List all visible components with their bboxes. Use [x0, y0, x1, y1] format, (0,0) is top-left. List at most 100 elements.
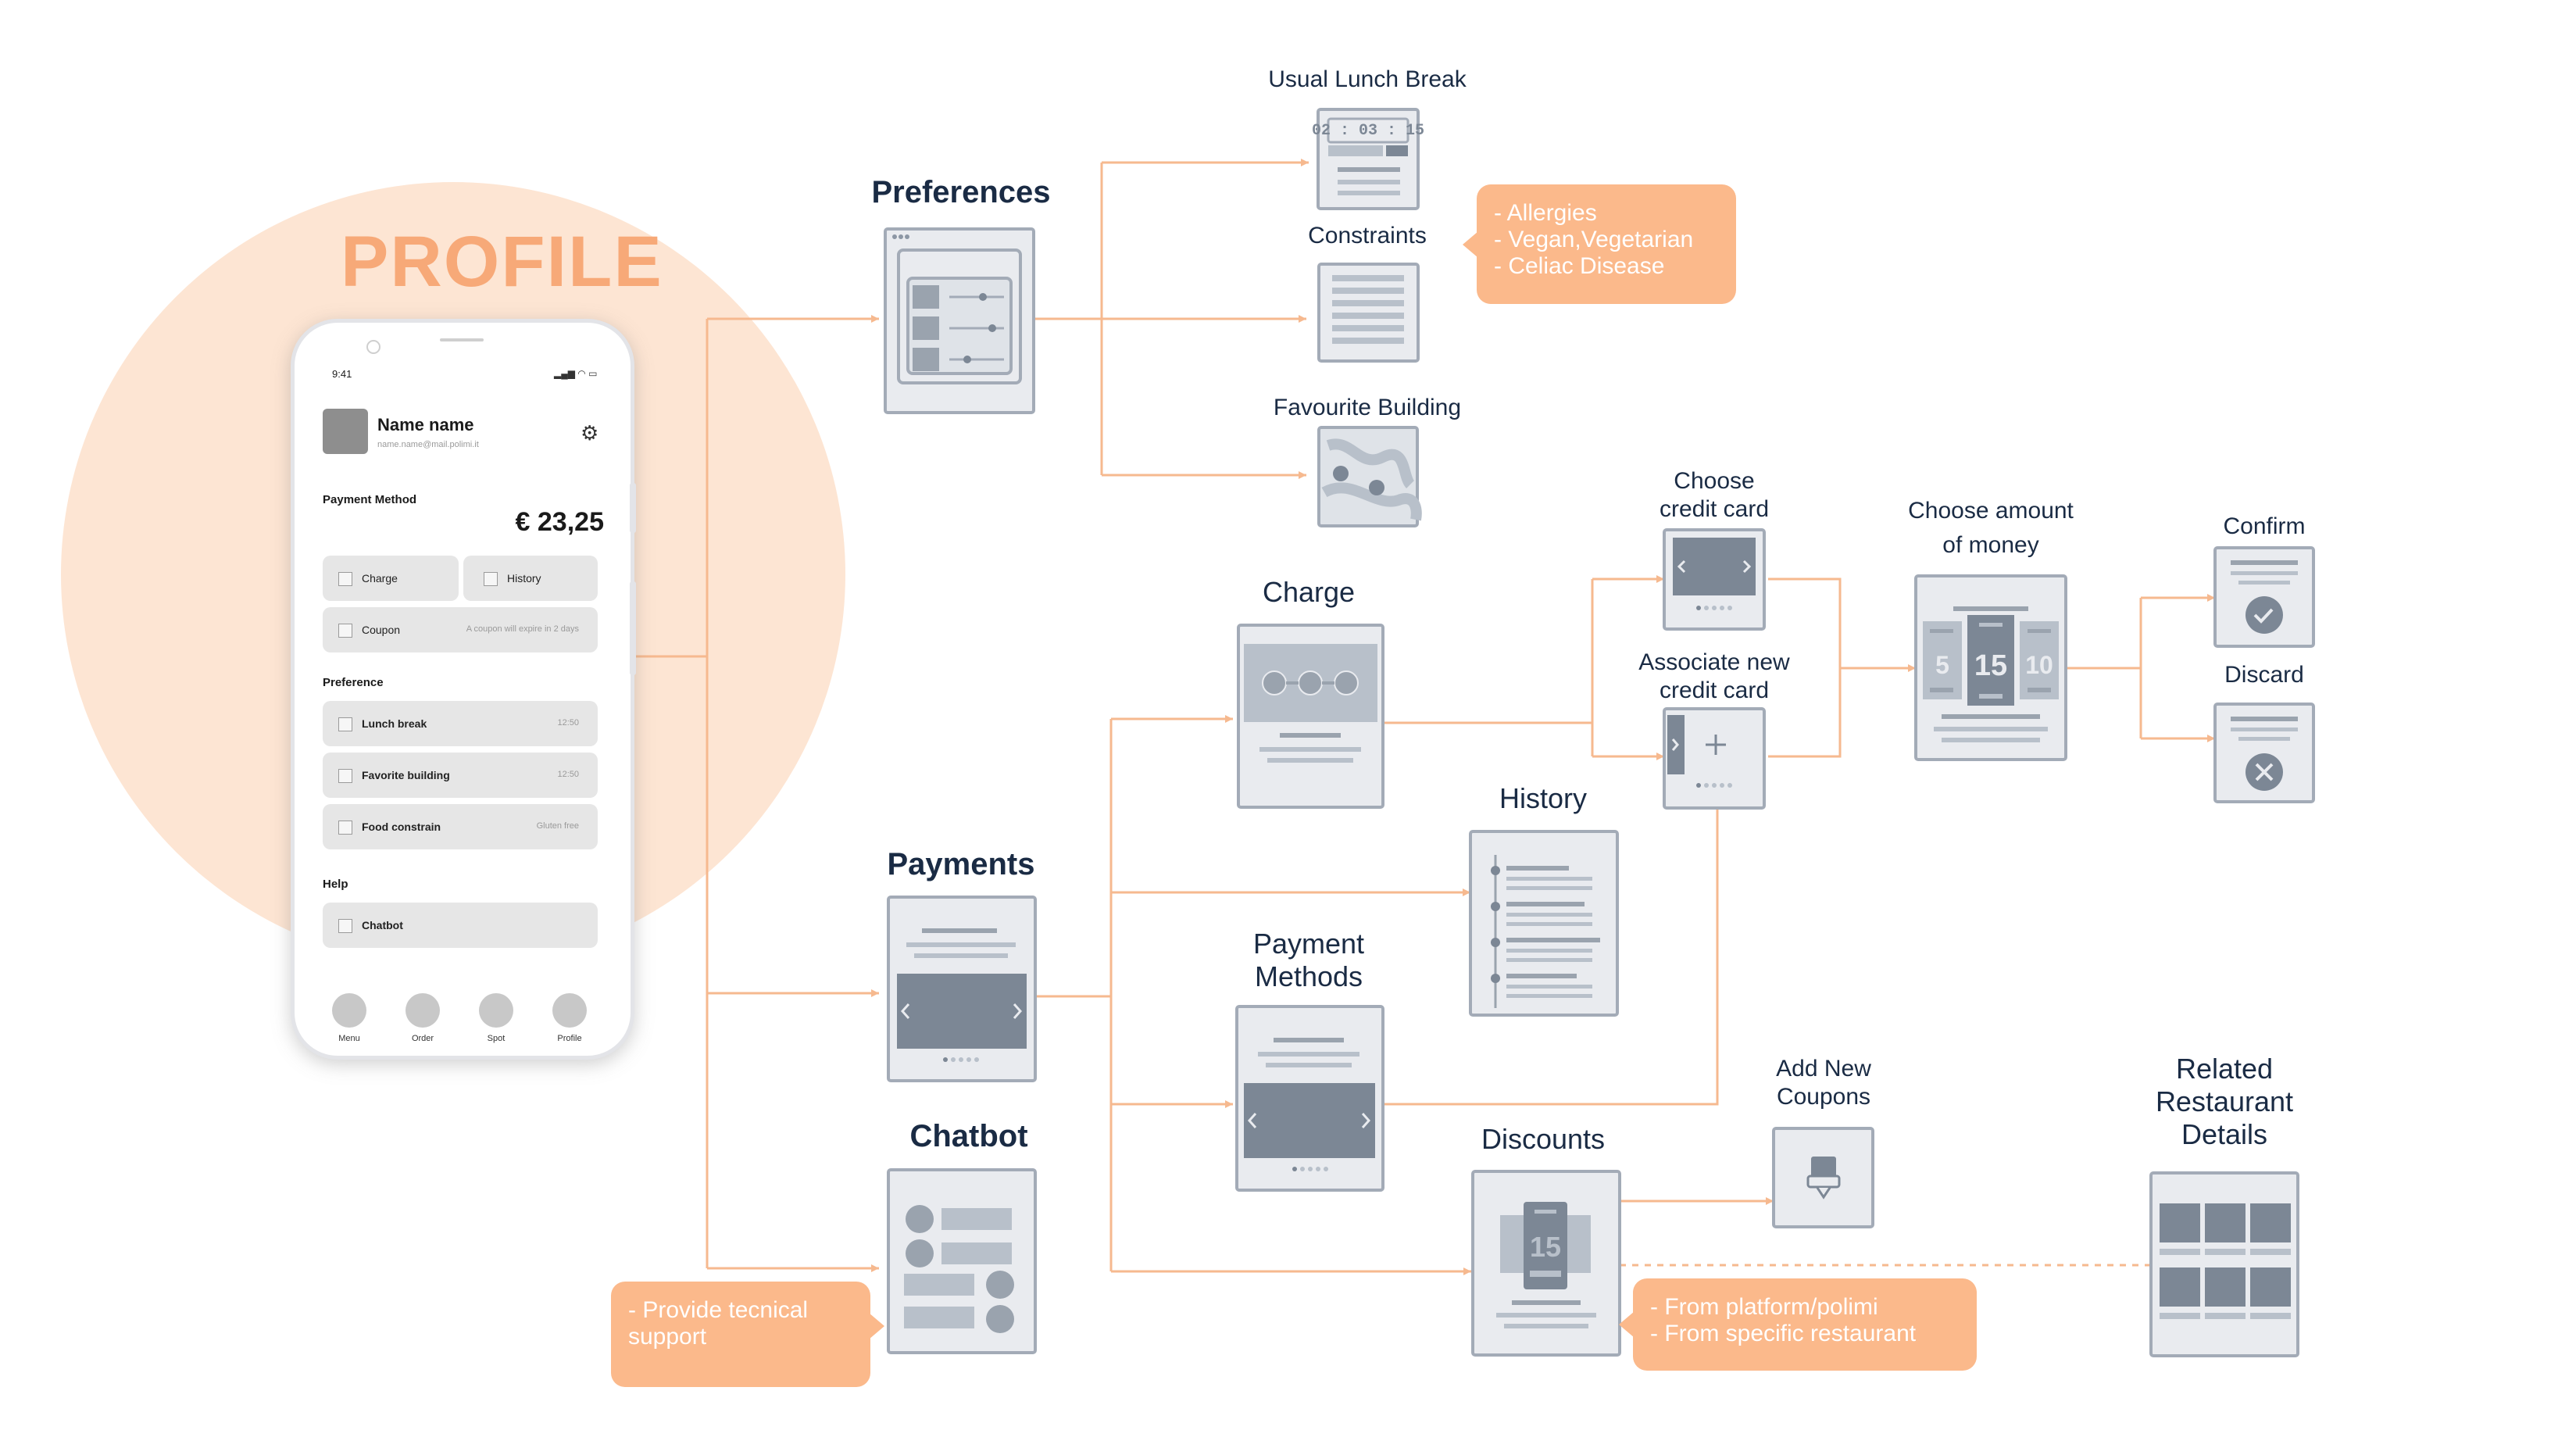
status-time: 9:41: [332, 368, 352, 380]
checkbox-icon: [338, 919, 352, 933]
profile-title: PROFILE: [341, 222, 663, 302]
chatbot-row[interactable]: Chatbot: [323, 903, 598, 948]
related-restaurant-wireframe[interactable]: [2149, 1171, 2299, 1357]
chatbot-callout-pointer: [869, 1313, 884, 1339]
charge-wireframe[interactable]: [1237, 624, 1384, 809]
associate-card-label-1: Associate new: [1638, 649, 1790, 675]
constraints-callout-pointer: [1463, 231, 1478, 258]
chatbot-callout: - Provide tecnical support: [611, 1282, 870, 1387]
checkbox-icon: [338, 769, 352, 783]
add-coupons-wireframe[interactable]: [1772, 1127, 1874, 1228]
favourite-building-label: Favourite Building: [1273, 395, 1462, 420]
discard-label: Discard: [2224, 662, 2304, 688]
choose-credit-card-label-1: Choose: [1674, 468, 1755, 494]
callout-line: - Vegan,Vegetarian: [1494, 227, 1694, 252]
speaker-grille: [440, 338, 484, 341]
lunch-break-label: Lunch break: [362, 717, 427, 730]
preferences-wireframe[interactable]: [884, 227, 1035, 414]
checkbox-icon: [338, 624, 352, 638]
chatbot-label: Chatbot: [909, 1119, 1028, 1153]
nav-menu[interactable]: Menu: [318, 993, 381, 1043]
discounts-callout-pointer: [1619, 1311, 1635, 1338]
coupon-note: A coupon will expire in 2 days: [466, 624, 579, 634]
associate-card-label-2: credit card: [1659, 678, 1770, 703]
history-button[interactable]: History: [463, 556, 598, 601]
payments-wireframe[interactable]: [887, 896, 1037, 1082]
add-coupons-label-2: Coupons: [1776, 1084, 1871, 1110]
spot-icon: [479, 993, 513, 1028]
favorite-building-row[interactable]: Favorite building 12:50: [323, 753, 598, 798]
preference-heading: Preference: [323, 676, 384, 689]
preferences-label: Preferences: [871, 175, 1051, 209]
callout-line: - Allergies: [1494, 200, 1597, 226]
related-restaurant-label-3: Details: [2181, 1118, 2268, 1150]
profile-phone-mockup: 9:41 ▂▄▆ ◠ ▭ Name name name.name@mail.po…: [291, 319, 634, 1060]
callout-line: - Provide tecnical: [628, 1297, 809, 1323]
phone-side-button: [630, 483, 636, 533]
constraints-label: Constraints: [1308, 223, 1427, 248]
menu-icon: [332, 993, 366, 1028]
confirm-label: Confirm: [2223, 513, 2306, 539]
order-icon: [406, 993, 440, 1028]
usual-lunch-break-wireframe[interactable]: [1317, 108, 1420, 210]
nav-order[interactable]: Order: [391, 993, 454, 1043]
favorite-building-value: 12:50: [557, 770, 579, 779]
discard-wireframe[interactable]: [2213, 703, 2315, 803]
phone-side-button: [630, 581, 636, 675]
callout-line: - From platform/polimi: [1650, 1294, 1878, 1320]
charge-button-label: Charge: [362, 572, 398, 585]
choose-amount-wireframe[interactable]: [1914, 574, 2067, 761]
usual-lunch-break-label: Usual Lunch Break: [1268, 66, 1467, 92]
related-restaurant-label-1: Related: [2175, 1053, 2274, 1085]
nav-spot-label: Spot: [487, 1034, 506, 1043]
favorite-building-label: Favorite building: [362, 769, 450, 781]
payments-label: Payments: [887, 847, 1035, 881]
coupon-label: Coupon: [362, 624, 401, 636]
checkbox-icon: [484, 572, 498, 586]
history-label: History: [1499, 782, 1587, 814]
payment-methods-label-1: Payment: [1252, 928, 1365, 960]
checkbox-icon: [338, 717, 352, 731]
callout-line: - Celiac Disease: [1494, 253, 1665, 279]
lunch-break-value: 12:50: [557, 718, 579, 728]
chatbot-row-label: Chatbot: [362, 919, 403, 931]
food-constrain-row[interactable]: Food constrain Gluten free: [323, 804, 598, 849]
discount-value-text: 15: [1530, 1231, 1561, 1263]
history-wireframe[interactable]: [1469, 830, 1619, 1017]
callout-line: - From specific restaurant: [1650, 1321, 1917, 1346]
discounts-callout: - From platform/polimi - From specific r…: [1633, 1278, 1977, 1371]
nav-spot[interactable]: Spot: [465, 993, 527, 1043]
payment-methods-wireframe[interactable]: [1235, 1005, 1384, 1192]
history-button-label: History: [507, 572, 541, 585]
amount-value-2: 15: [1974, 649, 2007, 682]
gear-icon[interactable]: ⚙: [581, 421, 599, 445]
balance-amount: € 23,25: [515, 507, 604, 537]
discounts-label: Discounts: [1481, 1123, 1606, 1155]
charge-button[interactable]: Charge: [323, 556, 459, 601]
choose-credit-card-label-2: credit card: [1659, 496, 1770, 522]
choose-credit-card-wireframe[interactable]: [1663, 528, 1766, 631]
lunch-break-row[interactable]: Lunch break 12:50: [323, 701, 598, 746]
choose-amount-label-2: of money: [1942, 532, 2039, 558]
chatbot-wireframe[interactable]: [887, 1168, 1037, 1354]
associate-credit-card-wireframe[interactable]: [1663, 707, 1766, 810]
user-name: Name name: [377, 415, 474, 434]
discounts-wireframe[interactable]: [1471, 1170, 1621, 1357]
confirm-wireframe[interactable]: [2213, 546, 2315, 648]
checkbox-icon: [338, 572, 352, 586]
constraints-wireframe[interactable]: [1317, 263, 1420, 363]
nav-order-label: Order: [411, 1034, 434, 1043]
food-constrain-label: Food constrain: [362, 821, 441, 833]
connector-lines: [634, 161, 2215, 1273]
amount-value-1: 5: [1935, 651, 1949, 679]
payment-method-heading: Payment Method: [323, 493, 417, 506]
coupon-row[interactable]: Coupon A coupon will expire in 2 days: [323, 607, 598, 652]
avatar: [323, 409, 368, 454]
timer-text: 02 : 03 : 15: [1312, 122, 1424, 140]
related-restaurant-label-2: Restaurant: [2155, 1085, 2294, 1117]
nav-profile[interactable]: Profile: [538, 993, 601, 1043]
callout-line: support: [628, 1324, 707, 1350]
favourite-building-wireframe[interactable]: [1317, 426, 1422, 527]
status-icons: ▂▄▆ ◠ ▭: [554, 368, 598, 379]
